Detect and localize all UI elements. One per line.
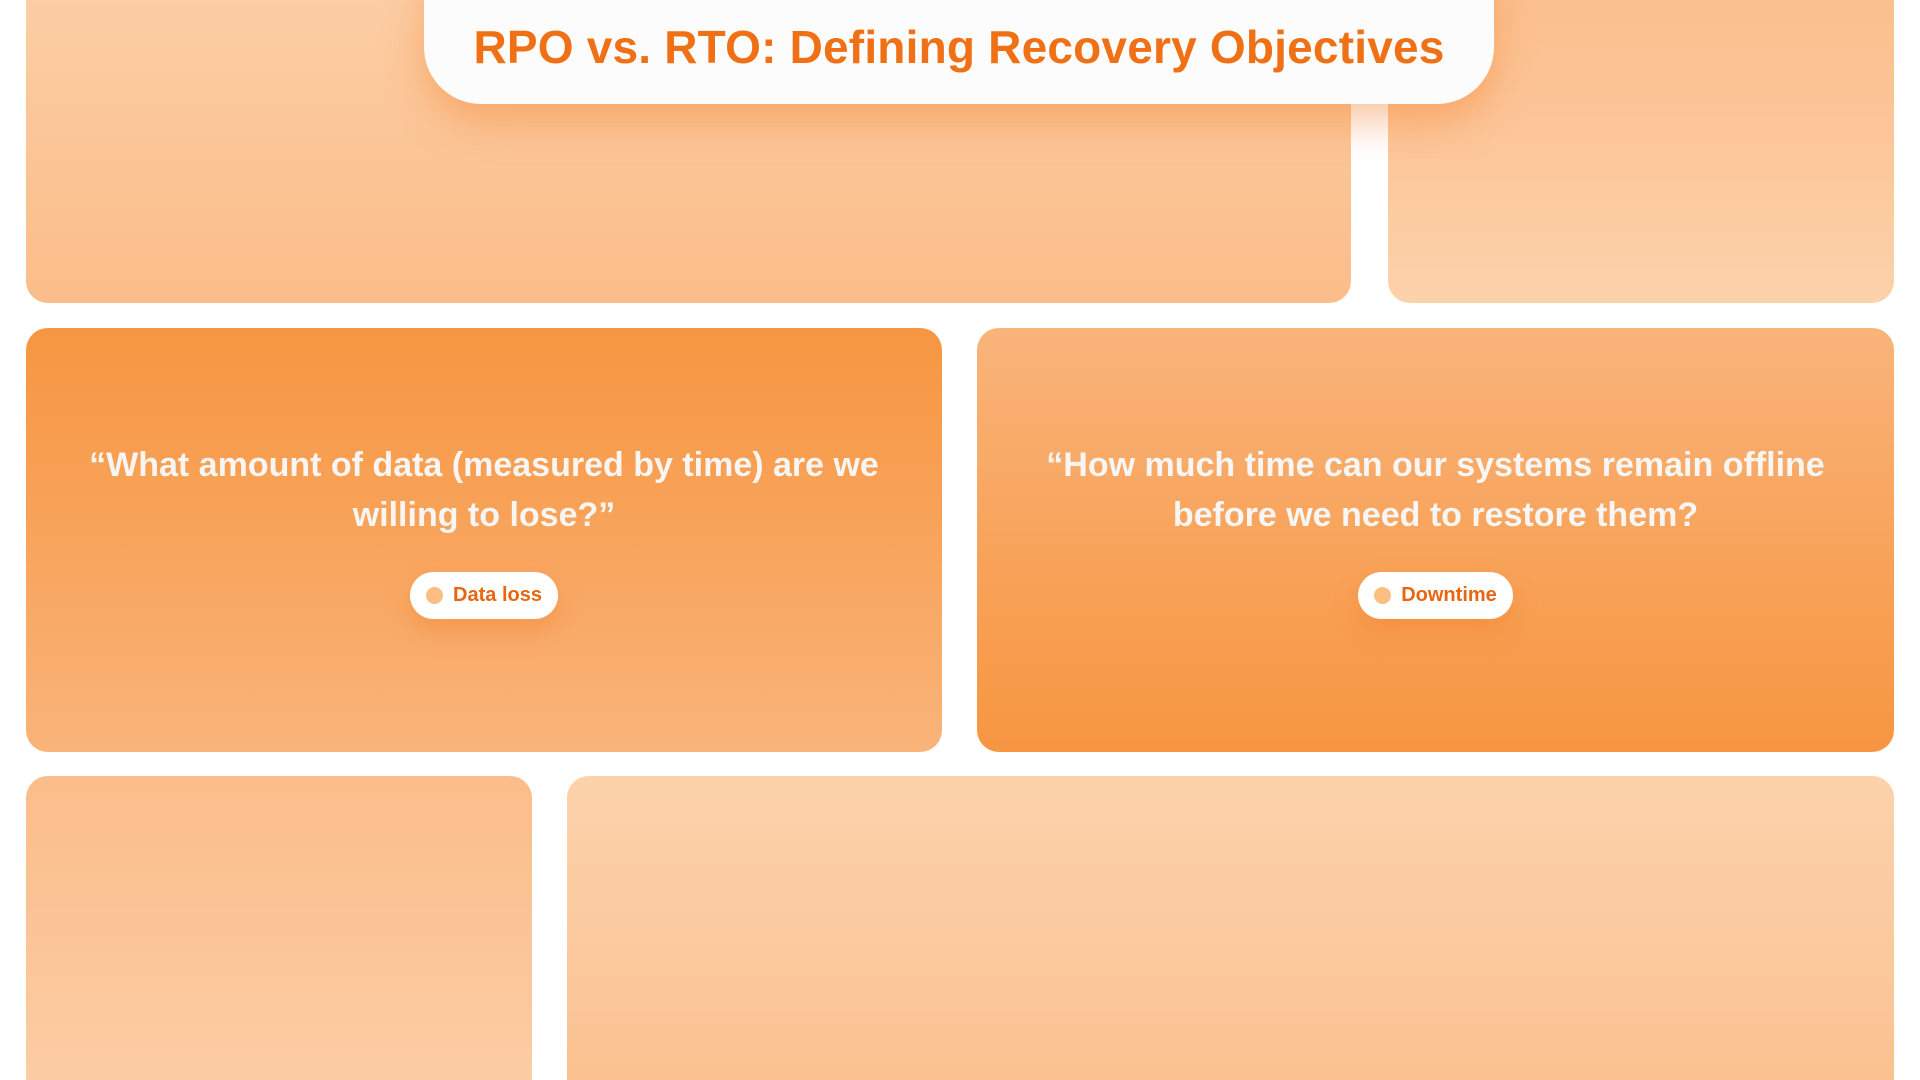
downtime-badge-label: Downtime — [1401, 584, 1497, 606]
rpo-card: “What amount of data (measured by time) … — [26, 328, 942, 752]
decorative-card-bottom-right — [567, 776, 1894, 1080]
data-loss-badge[interactable]: Data loss — [410, 572, 558, 619]
title-banner: RPO vs. RTO: Defining Recovery Objective… — [424, 0, 1494, 104]
rto-question: “How much time can our systems remain of… — [1046, 446, 1825, 534]
data-loss-badge-label: Data loss — [453, 584, 542, 606]
rpo-card-content: “What amount of data (measured by time) … — [26, 328, 942, 752]
rto-card: “How much time can our systems remain of… — [977, 328, 1894, 752]
dot-icon — [1374, 587, 1392, 604]
rpo-question: “What amount of data (measured by time) … — [89, 446, 879, 534]
decorative-card-bottom-left — [26, 776, 532, 1080]
downtime-badge[interactable]: Downtime — [1358, 572, 1513, 619]
page-title: RPO vs. RTO: Defining Recovery Objective… — [473, 21, 1445, 73]
rto-card-content: “How much time can our systems remain of… — [977, 328, 1894, 752]
dot-icon — [426, 587, 444, 604]
